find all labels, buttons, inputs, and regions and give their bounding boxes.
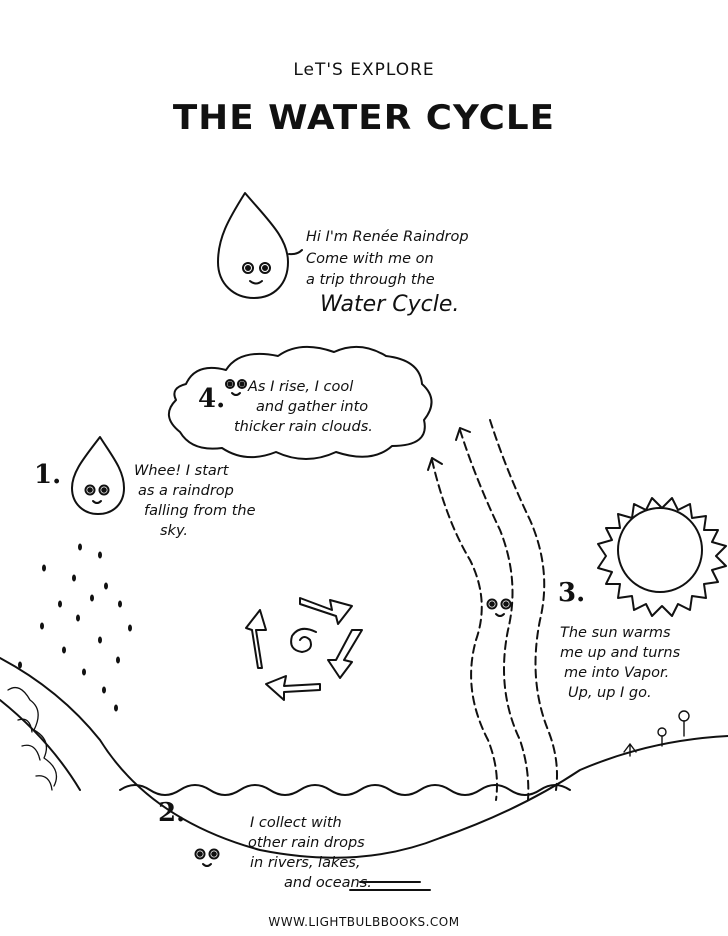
step-4-line-3: thicker rain clouds.	[234, 419, 373, 435]
step-2-line-1: I collect with	[250, 815, 342, 831]
intro-raindrop-icon	[217, 192, 289, 299]
raindrop-1-icon	[71, 436, 125, 515]
step-2-number: 2.	[158, 798, 186, 828]
step-1-line-1: Whee! I start	[134, 463, 229, 479]
water-waves-icon	[119, 784, 571, 891]
step-1-line-3: falling from the	[144, 503, 256, 519]
cycle-arrows-icon	[245, 597, 363, 701]
step-2-line-2: other rain drops	[248, 835, 365, 851]
flowers-icon	[623, 710, 690, 757]
intro-line-2: Come with me on	[306, 251, 434, 267]
vapor-raindrop-face-icon	[486, 598, 512, 617]
sun-icon	[597, 497, 727, 617]
step-1-line-4: sky.	[160, 523, 189, 539]
intro-line-3: a trip through the	[306, 272, 435, 288]
vapor-arrowheads-icon	[427, 427, 471, 471]
step-4-line-1: As I rise, I cool	[248, 379, 354, 395]
bushes-icon	[7, 686, 58, 791]
falling-rain-icon	[18, 543, 132, 712]
step-3-line-1: The sun warms	[560, 625, 671, 641]
step-1-number: 1.	[34, 460, 62, 490]
intro-line-4: Water Cycle.	[320, 292, 460, 317]
step-1-line-2: as a raindrop	[138, 483, 234, 499]
step-4-line-2: and gather into	[256, 399, 369, 415]
cloud-icon	[168, 345, 433, 460]
vapor-streams-icon	[431, 419, 558, 801]
step-3-line-3: me into Vapor.	[564, 665, 670, 681]
water-raindrop-face-icon	[194, 848, 220, 867]
intro-line-1: Hi I'm Renée Raindrop	[306, 229, 469, 245]
step-3-line-4: Up, up I go.	[568, 685, 652, 701]
page-title: THE WATER CYCLE	[172, 98, 556, 138]
intro-speech-tick	[288, 249, 303, 256]
step-3-line-2: me up and turns	[560, 645, 681, 661]
footer-url: WWW.LIGHTBULBBOOKS.COM	[268, 915, 460, 929]
step-2-line-3: in rivers, lakes,	[250, 855, 361, 871]
cloud-raindrop-icon	[225, 379, 247, 396]
step-4-number: 4.	[198, 384, 226, 414]
step-3-number: 3.	[558, 578, 586, 608]
page-subtitle: LeT'S EXPLORE	[293, 60, 435, 80]
step-2-line-4: and oceans.	[284, 875, 372, 891]
